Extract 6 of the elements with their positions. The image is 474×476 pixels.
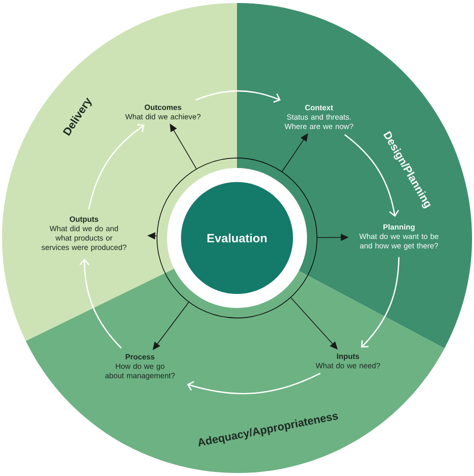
arrow — [186, 372, 321, 394]
arrow — [361, 257, 400, 348]
arrow — [88, 124, 145, 210]
arrow — [79, 258, 122, 349]
arrow — [344, 134, 399, 217]
arrow — [195, 90, 281, 103]
